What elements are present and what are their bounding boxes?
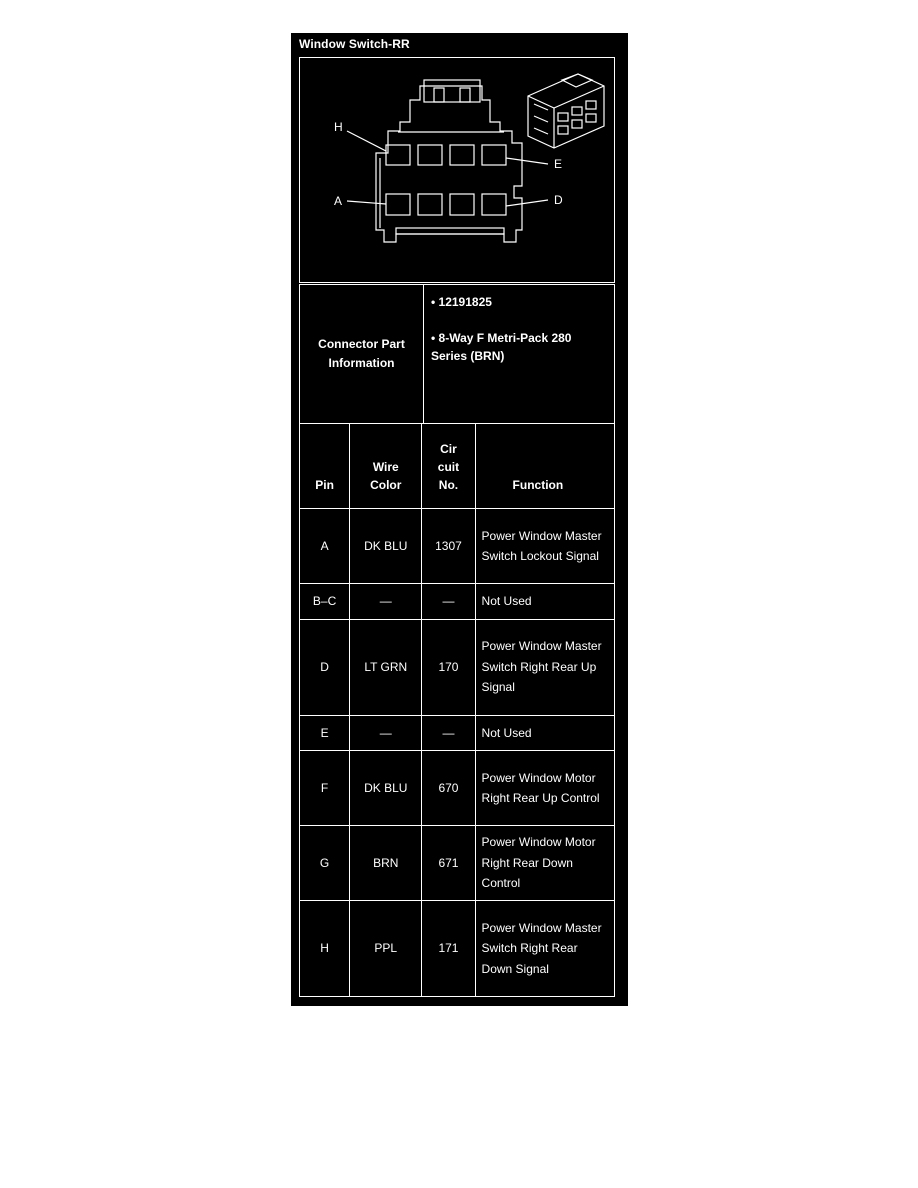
cell-pin: B–C [298, 583, 351, 620]
table-row: B–C — — Not Used [298, 583, 616, 620]
cell-wire-color: LT GRN [349, 618, 423, 716]
cell-pin: G [298, 825, 351, 901]
table-row: E — — Not Used [298, 714, 616, 751]
table-row: G BRN 671 Power Window Motor Right Rear … [298, 825, 616, 901]
cell-circuit: 171 [421, 900, 476, 997]
cell-circuit: 670 [421, 750, 476, 826]
cell-pin: F [298, 750, 351, 826]
cell-function: Not Used [474, 714, 616, 751]
cell-wire-color: DK BLU [349, 508, 423, 584]
cell-circuit: — [421, 714, 476, 751]
header-circuit: Cir cuit No. [421, 423, 476, 509]
pin-table: Pin Wire Color Cir cuit No. Function A D… [298, 423, 616, 997]
table-row: F DK BLU 670 Power Window Motor Right Re… [298, 750, 616, 826]
cell-wire-color: — [349, 714, 423, 751]
connector-info-table: Connector Part Information • 12191825 • … [299, 284, 615, 424]
header-wire-color: Wire Color [349, 423, 423, 509]
cell-circuit: 671 [421, 825, 476, 901]
part-number: • 12191825 [431, 295, 492, 309]
cell-pin: H [298, 900, 351, 997]
cell-wire-color: — [349, 583, 423, 620]
cell-function: Power Window Master Switch Lockout Signa… [474, 508, 616, 584]
connector-parts: • 12191825 • 8-Way F Metri-Pack 280 Seri… [423, 284, 615, 424]
cell-pin: D [298, 618, 351, 716]
header-wire-color-text: Wire Color [370, 460, 402, 492]
cell-function: Power Window Master Switch Right Rear Do… [474, 900, 616, 997]
header-function: Function [474, 423, 616, 509]
cell-wire-color: PPL [349, 900, 423, 997]
callout-d: D [554, 193, 563, 207]
table-row: H PPL 171 Power Window Master Switch Rig… [298, 900, 616, 997]
cell-function: Power Window Master Switch Right Rear Up… [474, 618, 616, 716]
cell-pin: E [298, 714, 351, 751]
header-pin: Pin [298, 423, 351, 509]
connector-face-diagram-icon: H E A D [334, 73, 605, 243]
cell-function: Not Used [474, 583, 616, 620]
table-row: D LT GRN 170 Power Window Master Switch … [298, 618, 616, 716]
cell-function: Power Window Motor Right Rear Down Contr… [474, 825, 616, 901]
table-row: A DK BLU 1307 Power Window Master Switch… [298, 508, 616, 584]
cell-wire-color: BRN [349, 825, 423, 901]
cell-wire-color: DK BLU [349, 750, 423, 826]
cell-function: Power Window Motor Right Rear Up Control [474, 750, 616, 826]
cell-circuit: 1307 [421, 508, 476, 584]
connector-info-label: Connector Part Information [299, 284, 424, 424]
page-title: Window Switch-RR [299, 37, 410, 51]
cell-circuit: — [421, 583, 476, 620]
part-description: • 8-Way F Metri-Pack 280 Series (BRN) [431, 331, 572, 363]
header-circuit-text: Cir cuit No. [437, 442, 460, 492]
callout-h: H [334, 120, 343, 134]
cell-pin: A [298, 508, 351, 584]
callout-e: E [554, 157, 562, 171]
callout-a: A [334, 194, 342, 208]
connector-diagram: H E A D [299, 57, 615, 283]
connector-panel: Window Switch-RR [291, 33, 628, 1006]
cell-circuit: 170 [421, 618, 476, 716]
